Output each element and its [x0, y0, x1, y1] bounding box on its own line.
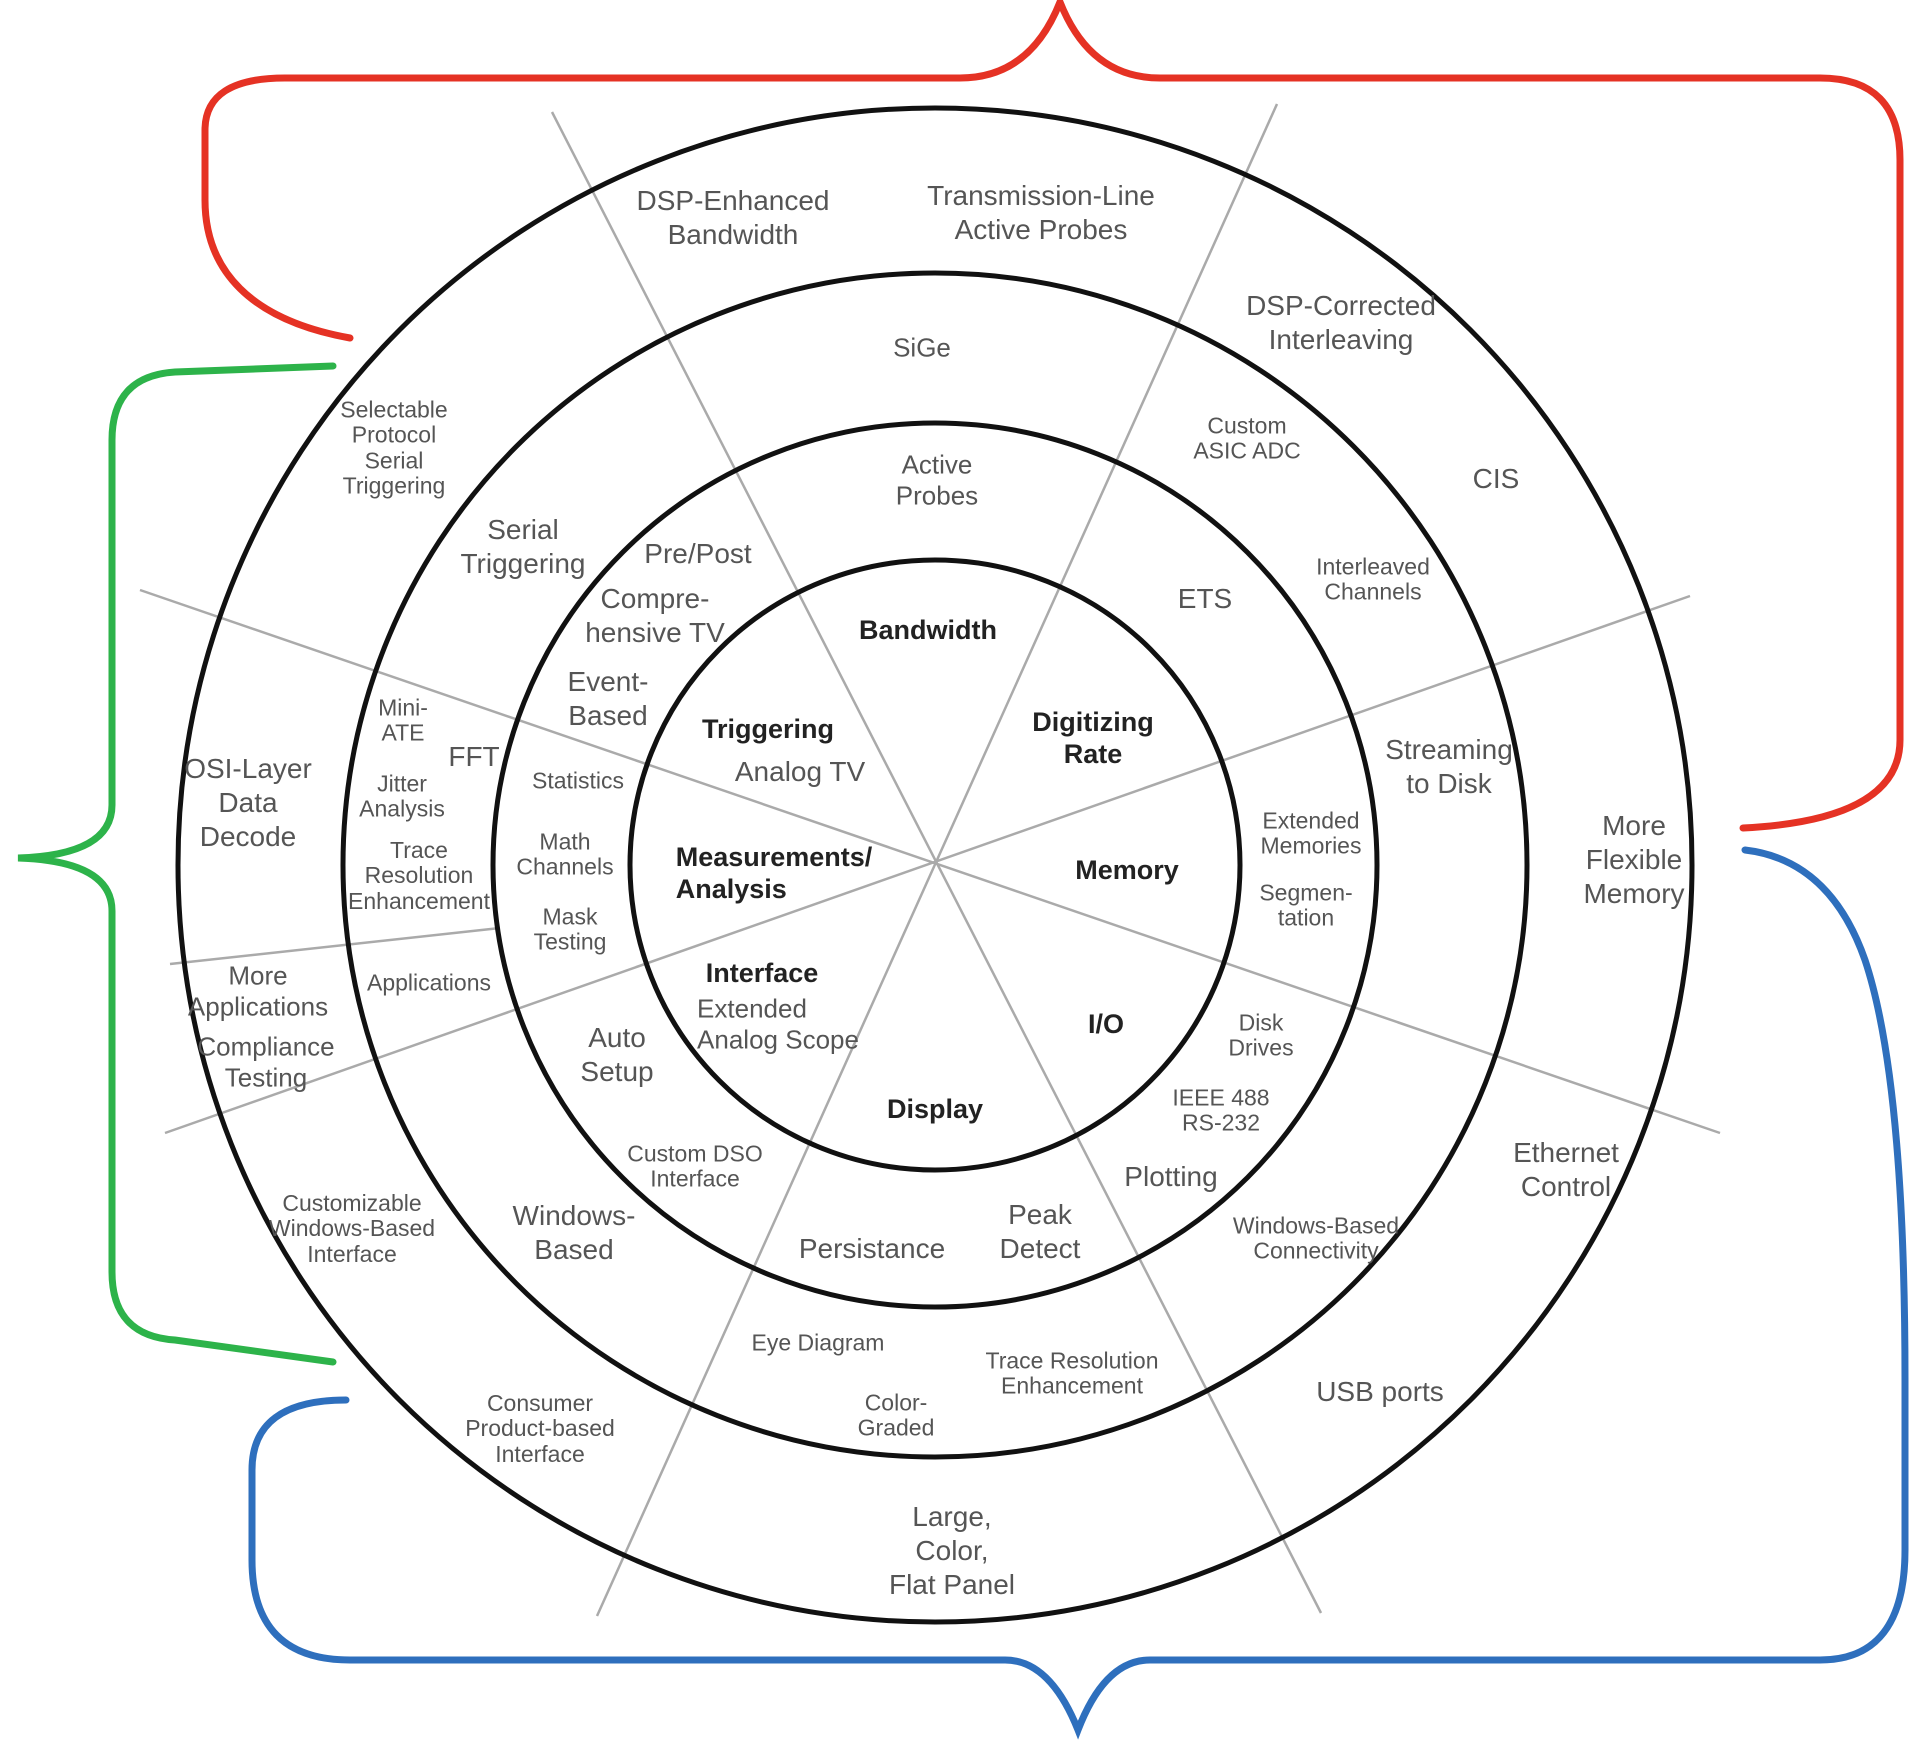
spoke-left-upper: [139, 588, 1721, 1135]
item-mask-testing: Mask Testing: [533, 903, 607, 955]
spokes: [139, 103, 1721, 1617]
ring-inner: [490, 420, 1380, 1310]
item-persistance: Persistance: [798, 1232, 946, 1264]
item-windows-based: Windows- Based: [512, 1199, 636, 1265]
item-auto-setup: Auto Setup: [580, 1021, 654, 1087]
core-triggering: Triggering: [701, 714, 835, 745]
item-interleaved-channels: Interleaved Channels: [1316, 553, 1430, 605]
spoke-applications: [169, 926, 501, 966]
item-dsp-enhanced-bandwidth: DSP-Enhanced Bandwidth: [636, 184, 830, 250]
item-active-probes: Active Probes: [895, 449, 979, 510]
item-consumer-product-interface: Consumer Product-based Interface: [465, 1390, 615, 1467]
left-bracket: [17, 362, 337, 1366]
item-transmission-line-probes: Transmission-Line Active Probes: [927, 179, 1155, 245]
item-compliance-testing: Compliance Testing: [197, 1031, 335, 1092]
item-ieee-rs232: IEEE 488 RS-232: [1172, 1084, 1270, 1136]
item-extended-analog-scope: Extended Analog Scope: [697, 993, 859, 1054]
ring-outer: [175, 105, 1695, 1625]
item-ets: ETS: [1177, 582, 1233, 614]
item-serial-triggering: Serial Triggering: [460, 513, 586, 579]
item-more-applications: More Applications: [187, 960, 329, 1021]
item-more-flexible-memory: More Flexible Memory: [1583, 809, 1685, 910]
item-statistics: Statistics: [531, 767, 625, 794]
spoke-left-lower: [164, 594, 1691, 1135]
item-plotting: Plotting: [1124, 1160, 1218, 1192]
item-mini-ate: Mini- ATE: [378, 694, 428, 746]
item-comprehensive-tv: Compre- hensive TV: [585, 582, 725, 648]
bottom-bracket: [248, 846, 1909, 1740]
item-trace-resolution-enhancement-bottom: Trace Resolution Enhancement: [985, 1347, 1159, 1399]
item-osi-layer-data-decode: OSI-Layer Data Decode: [184, 752, 312, 853]
ring-core: [627, 557, 1243, 1173]
core-display: Display: [886, 1094, 984, 1125]
item-disk-drives: Disk Drives: [1228, 1009, 1294, 1061]
item-selectable-protocol-serial-triggering: Selectable Protocol Serial Triggering: [340, 396, 448, 499]
item-customizable-windows-interface: Customizable Windows-Based Interface: [268, 1190, 436, 1267]
item-streaming-to-disk: Streaming to Disk: [1385, 733, 1513, 799]
item-trace-resolution-enhancement-left: Trace Resolution Enhancement: [348, 837, 490, 914]
rings: [175, 105, 1695, 1625]
item-custom-asic-adc: Custom ASIC ADC: [1193, 412, 1301, 464]
item-pre-post: Pre/Post: [644, 537, 752, 569]
item-windows-based-connectivity: Windows-Based Connectivity: [1232, 1212, 1400, 1264]
item-event-based: Event- Based: [567, 665, 649, 731]
item-cis: CIS: [1472, 462, 1520, 494]
core-io: I/O: [1087, 1009, 1125, 1040]
item-math-channels: Math Channels: [516, 828, 614, 880]
ring-middle: [340, 270, 1530, 1460]
item-large-color-flat-panel: Large, Color, Flat Panel: [888, 1500, 1016, 1601]
item-fft: FFT: [448, 740, 500, 772]
item-applications: Applications: [366, 969, 492, 996]
item-dsp-corrected-interleaving: DSP-Corrected Interleaving: [1246, 289, 1436, 355]
item-peak-detect: Peak Detect: [999, 1198, 1081, 1264]
item-custom-dso-interface: Custom DSO Interface: [627, 1140, 763, 1192]
item-usb-ports: USB ports: [1316, 1375, 1444, 1407]
core-digitizing-rate: Digitizing Rate: [1032, 707, 1154, 769]
core-interface: Interface: [705, 958, 819, 989]
item-ethernet-control: Ethernet Control: [1513, 1136, 1619, 1202]
item-extended-memories: Extended Memories: [1260, 807, 1362, 859]
item-jitter-analysis: Jitter Analysis: [359, 770, 445, 822]
item-eye-diagram: Eye Diagram: [751, 1329, 885, 1356]
top-bracket: [201, 0, 1904, 832]
core-memory: Memory: [1075, 855, 1179, 886]
item-sige: SiGe: [893, 332, 951, 363]
item-color-graded: Color- Graded: [857, 1389, 935, 1441]
core-measurements-analysis: Measurements/ Analysis: [675, 842, 873, 904]
item-segmentation: Segmen- tation: [1259, 879, 1353, 931]
core-bandwidth: Bandwidth: [859, 615, 997, 646]
item-analog-tv: Analog TV: [734, 755, 866, 787]
